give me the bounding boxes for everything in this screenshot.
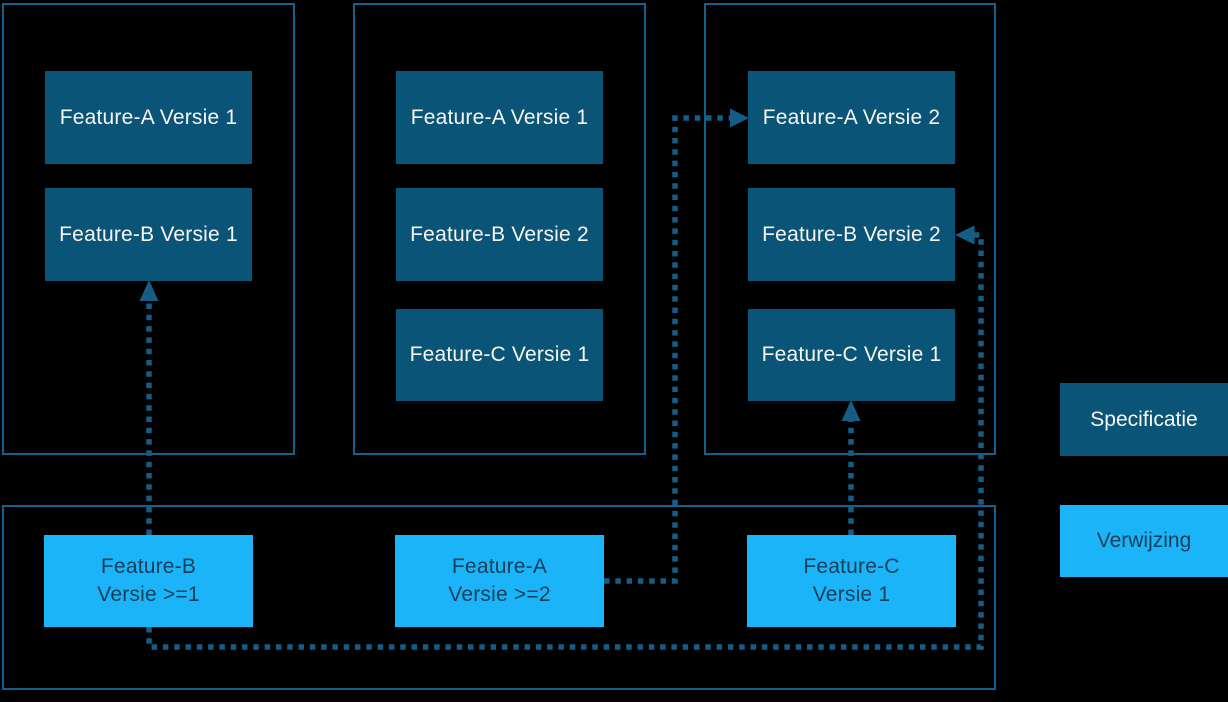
ref-node-label-line2: Versie >=2 — [448, 583, 551, 606]
spec-node-featureB-v1-col1: Feature-B Versie 1 — [45, 188, 252, 281]
spec-node-featureC-v1-col3: Feature-C Versie 1 — [748, 309, 955, 401]
spec-node-featureC-v1-col2: Feature-C Versie 1 — [396, 309, 603, 401]
spec-node-featureB-v2-col3: Feature-B Versie 2 — [748, 188, 955, 281]
legend-specification-label: Specificatie — [1090, 407, 1198, 431]
ref-node-featureB: Feature-B Versie >=1 — [44, 535, 253, 627]
spec-node-featureB-v2-col2: Feature-B Versie 2 — [396, 188, 603, 281]
legend-specification: Specificatie — [1060, 383, 1228, 456]
ref-node-featureA: Feature-A Versie >=2 — [395, 535, 604, 627]
ref-node-label-line1: Feature-C — [803, 554, 900, 578]
spec-node-featureA-v2-col3: Feature-A Versie 2 — [748, 71, 955, 164]
ref-node-label-line2: Versie >=1 — [97, 583, 200, 606]
ref-node-label-line1: Feature-B — [100, 554, 197, 578]
legend-reference-label: Verwijzing — [1096, 529, 1192, 552]
spec-node-featureA-v1-col1: Feature-A Versie 1 — [45, 71, 252, 164]
ref-node-label-line1: Feature-A — [451, 554, 548, 578]
ref-node-label-line2: Versie 1 — [812, 583, 891, 606]
legend-reference: Verwijzing — [1060, 505, 1228, 577]
spec-node-featureA-v1-col2: Feature-A Versie 1 — [396, 71, 603, 164]
ref-node-featureC: Feature-C Versie 1 — [747, 535, 956, 627]
